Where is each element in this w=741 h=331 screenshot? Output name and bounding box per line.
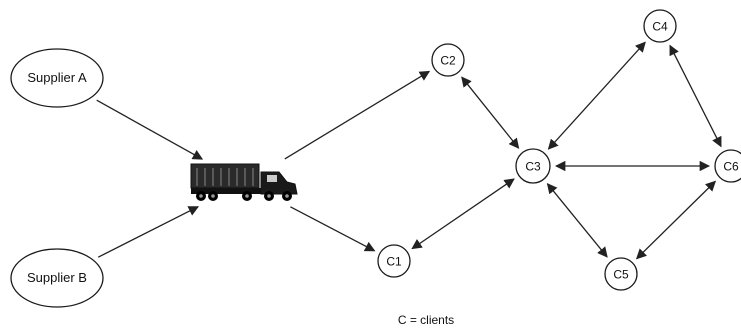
node-supplier-a: Supplier A	[10, 48, 104, 108]
node-supplier-b: Supplier B	[10, 248, 104, 308]
edge-supplier-b-to-truck	[97, 206, 200, 258]
edge-c4-to-c6	[669, 44, 722, 148]
node-c4: C4	[643, 9, 677, 43]
edge-truck-to-c2	[284, 70, 431, 160]
edge-c2-to-c3	[461, 76, 520, 149]
edge-supplier-a-to-truck	[96, 99, 204, 160]
supplier-a-label: Supplier A	[27, 70, 87, 85]
truck-icon	[190, 163, 298, 201]
node-c5: C5	[604, 257, 638, 291]
c4-label: C4	[652, 20, 668, 34]
legend-text: C = clients	[398, 313, 454, 327]
c6-label: C6	[723, 160, 739, 174]
c1-label: C1	[386, 255, 402, 269]
edge-truck-to-c1	[290, 206, 376, 252]
edge-c5-to-c6	[635, 180, 717, 260]
c5-label: C5	[613, 268, 629, 282]
node-c2: C2	[431, 43, 465, 77]
supplier-b-label: Supplier B	[27, 270, 87, 285]
node-c3: C3	[515, 148, 551, 184]
edge-c3-to-c5	[546, 182, 608, 258]
node-c6: C6	[714, 149, 741, 183]
edge-c3-to-c4	[547, 41, 646, 150]
node-c1: C1	[377, 244, 411, 278]
edge-c1-to-c3	[411, 178, 515, 250]
c3-label: C3	[525, 160, 541, 174]
c2-label: C2	[440, 54, 456, 68]
edges-layer	[96, 41, 722, 260]
